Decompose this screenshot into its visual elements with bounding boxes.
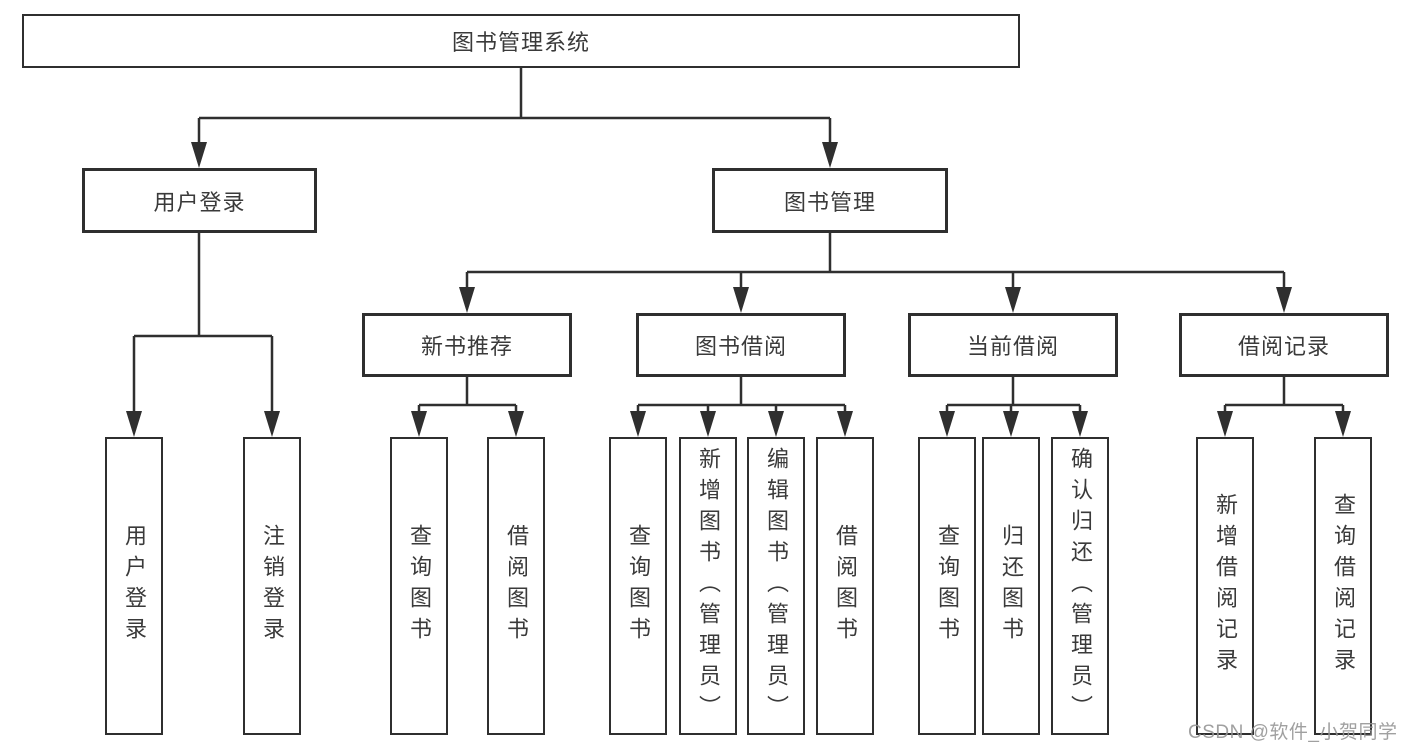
node-borrow-books-borrowing: 借阅图书 <box>816 437 874 735</box>
node-borrowing-records: 借阅记录 <box>1179 313 1389 377</box>
node-edit-books-admin: 编辑图书（管理员） <box>747 437 805 735</box>
node-book-management-system: 图书管理系统 <box>22 14 1020 68</box>
node-add-books-admin: 新增图书（管理员） <box>679 437 737 735</box>
node-current-borrowing: 当前借阅 <box>908 313 1118 377</box>
node-book-management-group: 图书管理 <box>712 168 948 233</box>
watermark-text: CSDN @软件_小贺同学 <box>1188 722 1398 743</box>
node-user-login-group: 用户登录 <box>82 168 317 233</box>
arrowheads <box>126 142 1351 437</box>
node-confirm-return-admin: 确认归还（管理员） <box>1051 437 1109 735</box>
node-new-book-recommend: 新书推荐 <box>362 313 572 377</box>
connector-paths <box>132 68 1345 413</box>
node-query-books-recommend: 查询图书 <box>390 437 448 735</box>
node-logout: 注销登录 <box>243 437 301 735</box>
node-query-books-borrowing: 查询图书 <box>609 437 667 735</box>
node-user-login: 用户登录 <box>105 437 163 735</box>
node-add-borrow-record: 新增借阅记录 <box>1196 437 1254 735</box>
node-return-books: 归还图书 <box>982 437 1040 735</box>
node-query-borrow-record: 查询借阅记录 <box>1314 437 1372 735</box>
node-query-books-current: 查询图书 <box>918 437 976 735</box>
node-borrow-books-recommend: 借阅图书 <box>487 437 545 735</box>
node-book-borrowing: 图书借阅 <box>636 313 846 377</box>
